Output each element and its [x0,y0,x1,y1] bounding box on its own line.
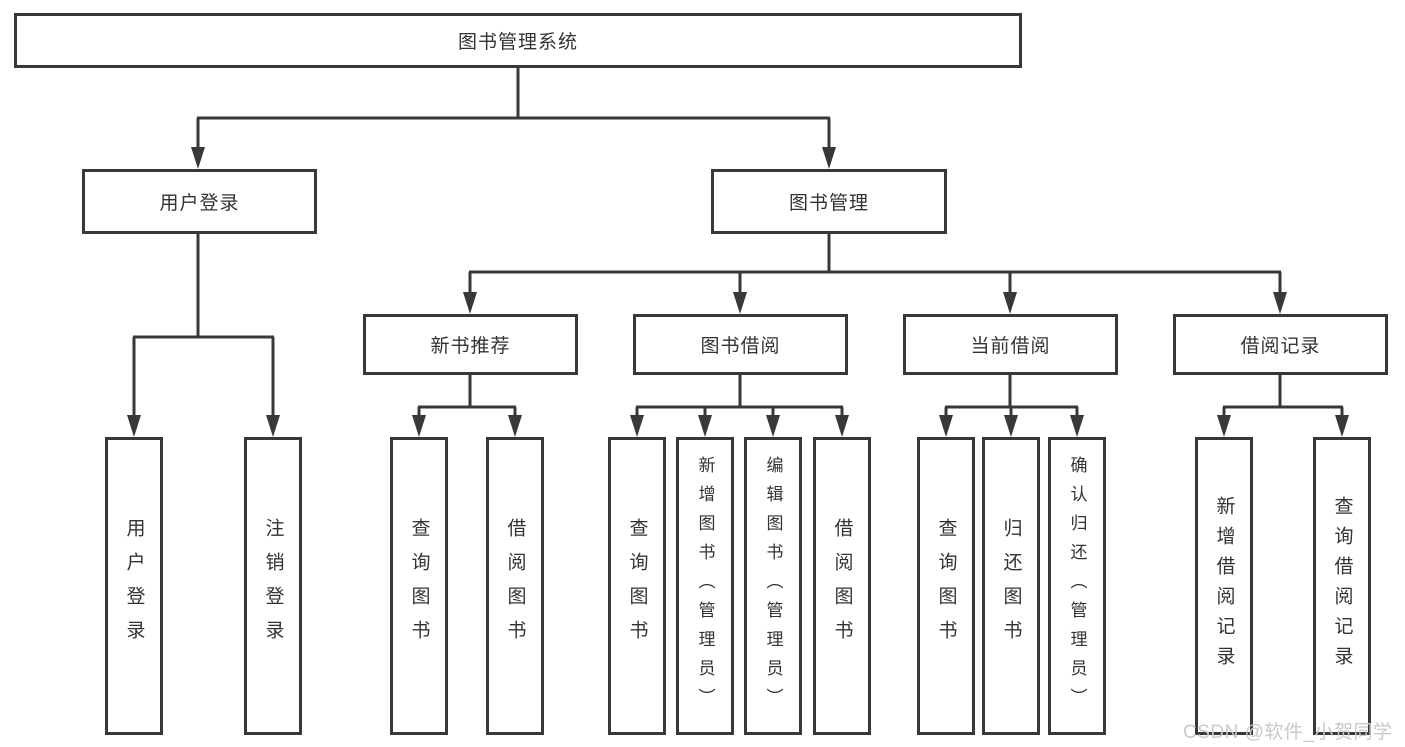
node-label: 新增借阅记录 [1213,496,1235,676]
leaf-return-books: 归还图书 [982,437,1040,735]
node-label: 编辑图书（管理员） [763,455,783,717]
leaf-query-books-2: 查询图书 [608,437,666,735]
node-label: 查询借阅记录 [1331,496,1353,676]
node-label: 注销登录 [262,518,284,654]
node-current-borrow: 当前借阅 [903,314,1118,375]
node-label: 图书管理 [788,193,869,214]
node-user-login-group: 用户登录 [82,169,317,234]
node-borrow-records: 借阅记录 [1173,314,1388,375]
node-book-borrow: 图书借阅 [633,314,848,375]
node-label: 图书管理系统 [457,32,578,53]
node-label: 新书推荐 [430,336,511,357]
leaf-borrow-books-2: 借阅图书 [813,437,871,735]
node-label: 用户登录 [159,193,240,214]
node-label: 查询图书 [626,518,648,654]
leaf-query-borrow-record: 查询借阅记录 [1313,437,1371,735]
leaf-query-books-3: 查询图书 [917,437,975,735]
node-label: 图书借阅 [700,336,781,357]
leaf-user-login: 用户登录 [105,437,163,735]
node-label: 借阅图书 [504,518,526,654]
node-label: 借阅图书 [831,518,853,654]
node-library-system: 图书管理系统 [14,13,1022,68]
node-label: 查询图书 [935,518,957,654]
leaf-add-books-admin: 新增图书（管理员） [676,437,734,735]
node-label: 当前借阅 [970,336,1051,357]
arrowheads [127,147,1349,437]
node-label: 查询图书 [408,518,430,654]
node-new-book-recommend: 新书推荐 [363,314,578,375]
leaf-edit-books-admin: 编辑图书（管理员） [744,437,802,735]
leaf-add-borrow-record: 新增借阅记录 [1195,437,1253,735]
csdn-watermark: CSDN @软件_小贺同学 [1183,722,1393,743]
node-label: 新增图书（管理员） [695,455,715,717]
node-label: 归还图书 [1000,518,1022,654]
node-label: 确认归还（管理员） [1067,455,1087,717]
node-book-management: 图书管理 [711,169,947,234]
leaf-logout: 注销登录 [244,437,302,735]
leaf-borrow-books-1: 借阅图书 [486,437,544,735]
leaf-query-books-1: 查询图书 [390,437,448,735]
leaf-confirm-return-admin: 确认归还（管理员） [1048,437,1106,735]
node-label: 用户登录 [123,518,145,654]
node-label: 借阅记录 [1240,336,1321,357]
